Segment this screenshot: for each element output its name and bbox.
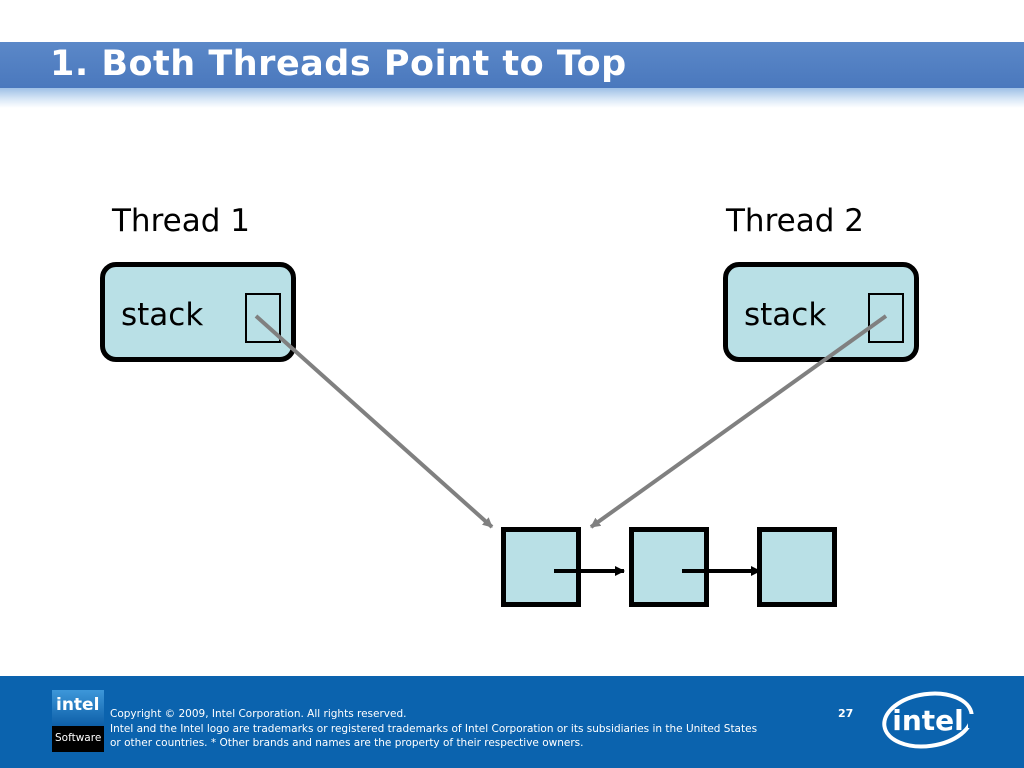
title-bar bbox=[0, 42, 1024, 88]
thread-1-pointer-arrow bbox=[254, 314, 494, 529]
page-number: 27 bbox=[838, 707, 854, 720]
thread-2-pointer-arrow bbox=[589, 314, 888, 529]
thread-2-stack-label: stack bbox=[744, 297, 827, 333]
thread-2-stack-box: stack bbox=[723, 262, 919, 362]
thread-1-stack-label: stack bbox=[121, 297, 204, 333]
title-bar-fade bbox=[0, 88, 1024, 108]
list-node-2 bbox=[629, 527, 709, 607]
software-badge-bottom: Software bbox=[52, 726, 104, 752]
copyright-line-2: Intel and the Intel logo are trademarks … bbox=[110, 722, 758, 735]
copyright-line-3: or other countries. * Other brands and n… bbox=[110, 737, 584, 749]
intel-logo-text: intel bbox=[892, 704, 964, 737]
footer-bar bbox=[0, 676, 1024, 768]
copyright-notice: Copyright © 2009, Intel Corporation. All… bbox=[110, 707, 850, 751]
intel-badge-top: intel bbox=[52, 690, 104, 726]
slide-title: 1. Both Threads Point to Top bbox=[50, 44, 627, 84]
thread-1-label: Thread 1 bbox=[112, 203, 250, 239]
intel-software-badge: intel Software bbox=[52, 690, 104, 752]
list-node-1 bbox=[501, 527, 581, 607]
intel-badge-text: intel bbox=[56, 695, 100, 715]
thread-1-stack-box: stack bbox=[100, 262, 296, 362]
software-badge-text: Software bbox=[55, 732, 102, 744]
thread-2-label: Thread 2 bbox=[726, 203, 864, 239]
intel-logo: intel bbox=[882, 691, 976, 749]
copyright-line-1: Copyright © 2009, Intel Corporation. All… bbox=[110, 708, 407, 720]
thread-2-stack-pointer-slot bbox=[868, 293, 904, 343]
list-node-3 bbox=[757, 527, 837, 607]
